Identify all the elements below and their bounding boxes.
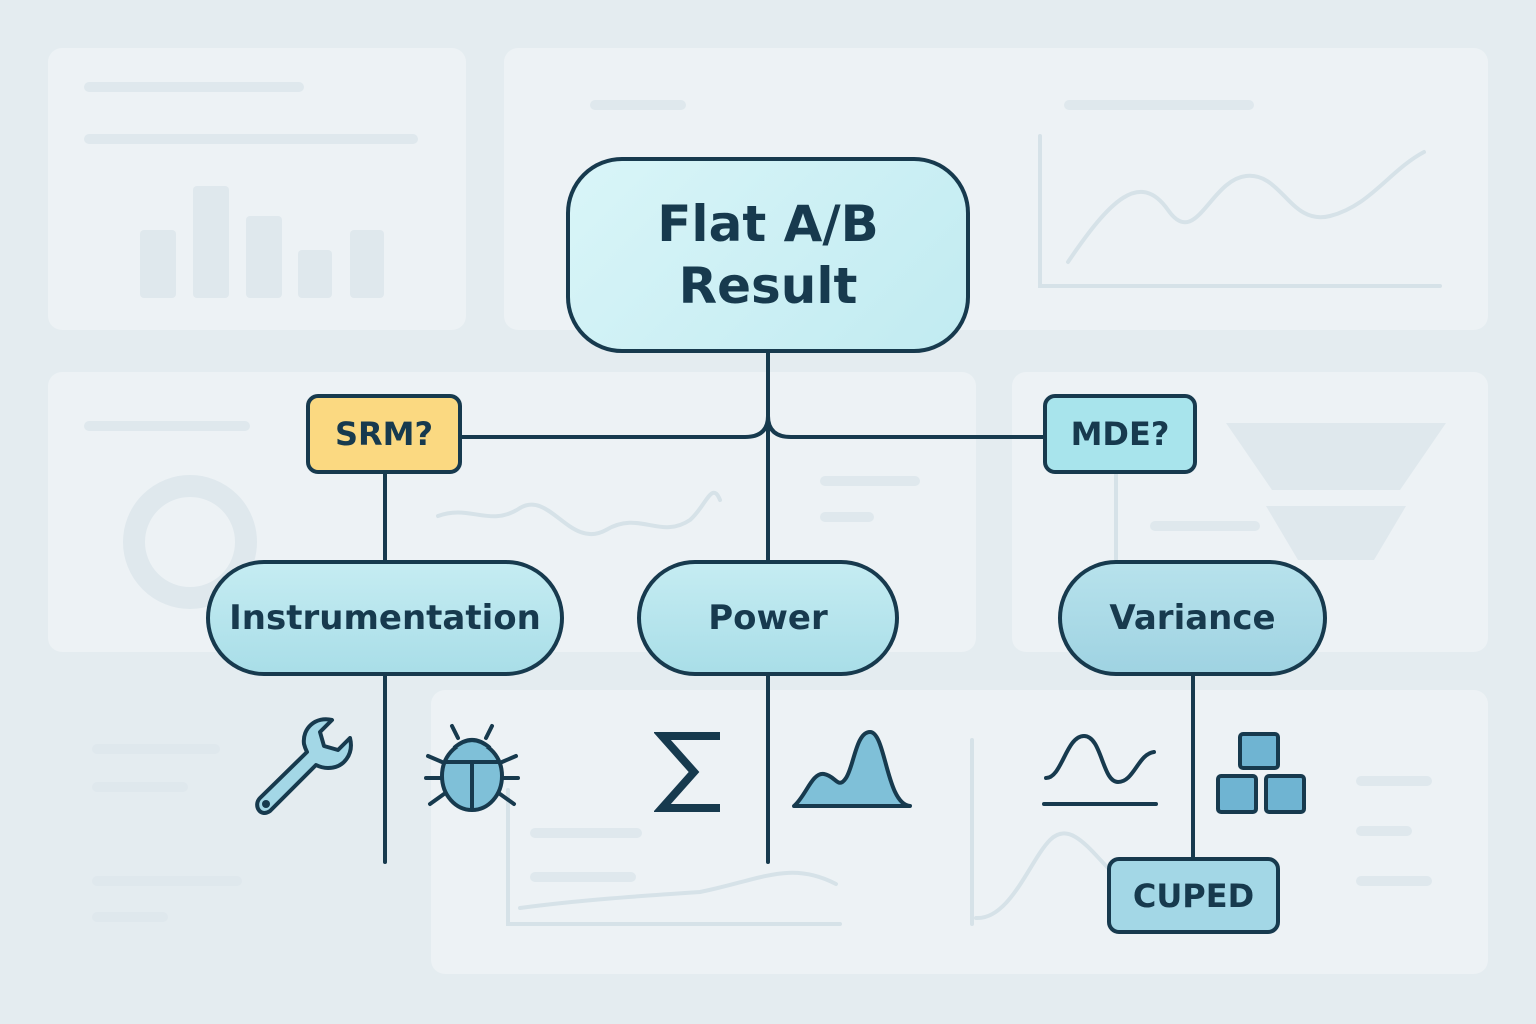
bg-bar xyxy=(1356,826,1412,836)
bg-bar xyxy=(92,912,168,922)
bg-bar xyxy=(590,100,686,110)
bg-bar xyxy=(84,134,418,144)
bg-bar xyxy=(92,782,188,792)
bg-bar xyxy=(820,476,920,486)
bg-bar xyxy=(84,421,250,431)
branch-node-variance: Variance xyxy=(1058,560,1327,676)
bug-icon xyxy=(424,724,520,812)
distribution-icon xyxy=(792,730,912,808)
bg-donut xyxy=(123,475,257,609)
connector-to-srm xyxy=(460,414,770,439)
bg-bar xyxy=(298,250,332,298)
bg-bar xyxy=(1356,776,1432,786)
check-node-srm: SRM? xyxy=(306,394,462,474)
bg-line xyxy=(974,831,1112,921)
connector-to-mde xyxy=(766,414,1045,439)
bg-funnel xyxy=(1226,423,1446,490)
bg-funnel xyxy=(1266,506,1406,560)
bg-bar xyxy=(92,876,242,886)
root-node-flat-ab-result: Flat A/B Result xyxy=(566,157,970,353)
bg-bar xyxy=(246,216,282,298)
bg-line xyxy=(518,870,838,910)
sigma-icon xyxy=(654,732,720,812)
power-label: Power xyxy=(708,598,828,638)
bg-line xyxy=(1066,150,1426,264)
bg-line xyxy=(436,490,722,537)
mde-label: MDE? xyxy=(1070,415,1170,453)
blocks-icon xyxy=(1216,732,1306,814)
wrench-icon xyxy=(255,717,353,815)
bg-bar xyxy=(92,744,220,754)
branch-node-instrumentation: Instrumentation xyxy=(206,560,564,676)
bg-bar xyxy=(140,230,176,298)
root-label-line1: Flat A/B xyxy=(657,195,879,253)
instrumentation-label: Instrumentation xyxy=(229,598,541,638)
bg-bar xyxy=(820,512,874,522)
bg-bar xyxy=(530,828,642,838)
leaf-node-cuped: CUPED xyxy=(1107,857,1280,934)
bg-bar xyxy=(1150,521,1260,531)
root-label-line2: Result xyxy=(678,257,858,315)
srm-label: SRM? xyxy=(334,415,434,453)
check-node-mde: MDE? xyxy=(1043,394,1197,474)
variance-label: Variance xyxy=(1109,598,1276,638)
bg-bar xyxy=(1356,876,1432,886)
bg-axis xyxy=(506,788,842,926)
bg-bar xyxy=(350,230,384,298)
bg-bar xyxy=(193,186,229,298)
bg-bar xyxy=(84,82,304,92)
bg-bar xyxy=(1064,100,1254,110)
branch-node-power: Power xyxy=(637,560,899,676)
bg-axis xyxy=(1038,134,1442,288)
wave-icon xyxy=(1042,733,1158,806)
cuped-label: CUPED xyxy=(1132,876,1255,915)
bg-bar xyxy=(530,872,636,882)
